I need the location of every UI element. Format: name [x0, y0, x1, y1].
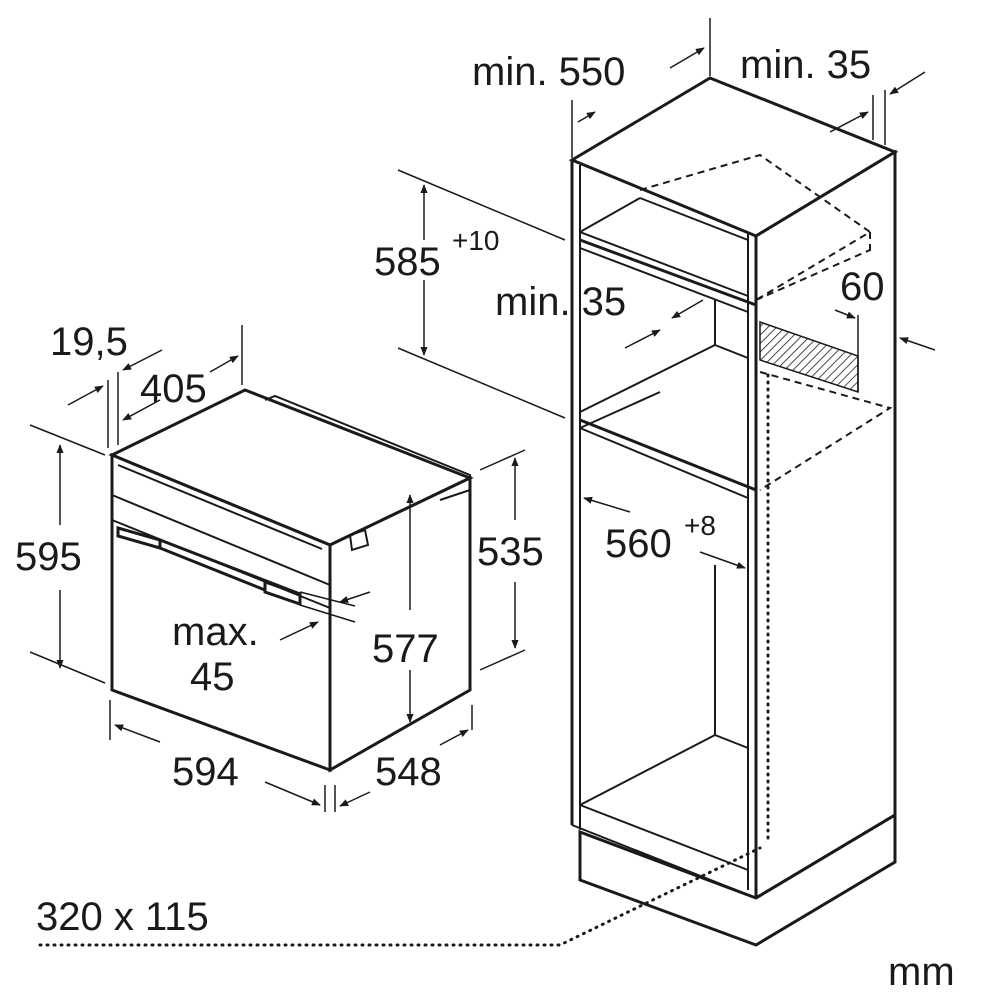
- label-560-tolerance: +8: [684, 510, 716, 541]
- vent-leader-line: [38, 846, 762, 947]
- label-max-value: 45: [190, 655, 235, 699]
- label-vent-opening: 320 x 115: [36, 895, 209, 939]
- handle-end-right: [263, 579, 302, 607]
- label-min-35-mid: min. 35: [495, 280, 626, 324]
- label-595: 595: [15, 535, 82, 579]
- label-535: 535: [477, 530, 544, 574]
- oven-front: [110, 452, 332, 773]
- label-585: 585: [374, 240, 441, 284]
- label-min-35-top: min. 35: [740, 43, 871, 87]
- label-unit: mm: [888, 950, 955, 994]
- label-19-5: 19,5: [50, 320, 128, 364]
- label-min-550: min. 550: [472, 50, 625, 94]
- label-577: 577: [372, 627, 439, 671]
- label-405: 405: [140, 367, 207, 411]
- dimension-lines: [29, 18, 936, 812]
- label-548: 548: [375, 750, 442, 794]
- label-560: 560: [605, 522, 672, 566]
- oven-unit: [108, 388, 474, 773]
- label-max: max.: [172, 610, 259, 654]
- label-585-tolerance: +10: [452, 225, 500, 256]
- label-60: 60: [840, 265, 885, 309]
- tall-cabinet: [568, 76, 899, 947]
- label-594: 594: [172, 750, 239, 794]
- cabinet-right-side: [754, 149, 897, 901]
